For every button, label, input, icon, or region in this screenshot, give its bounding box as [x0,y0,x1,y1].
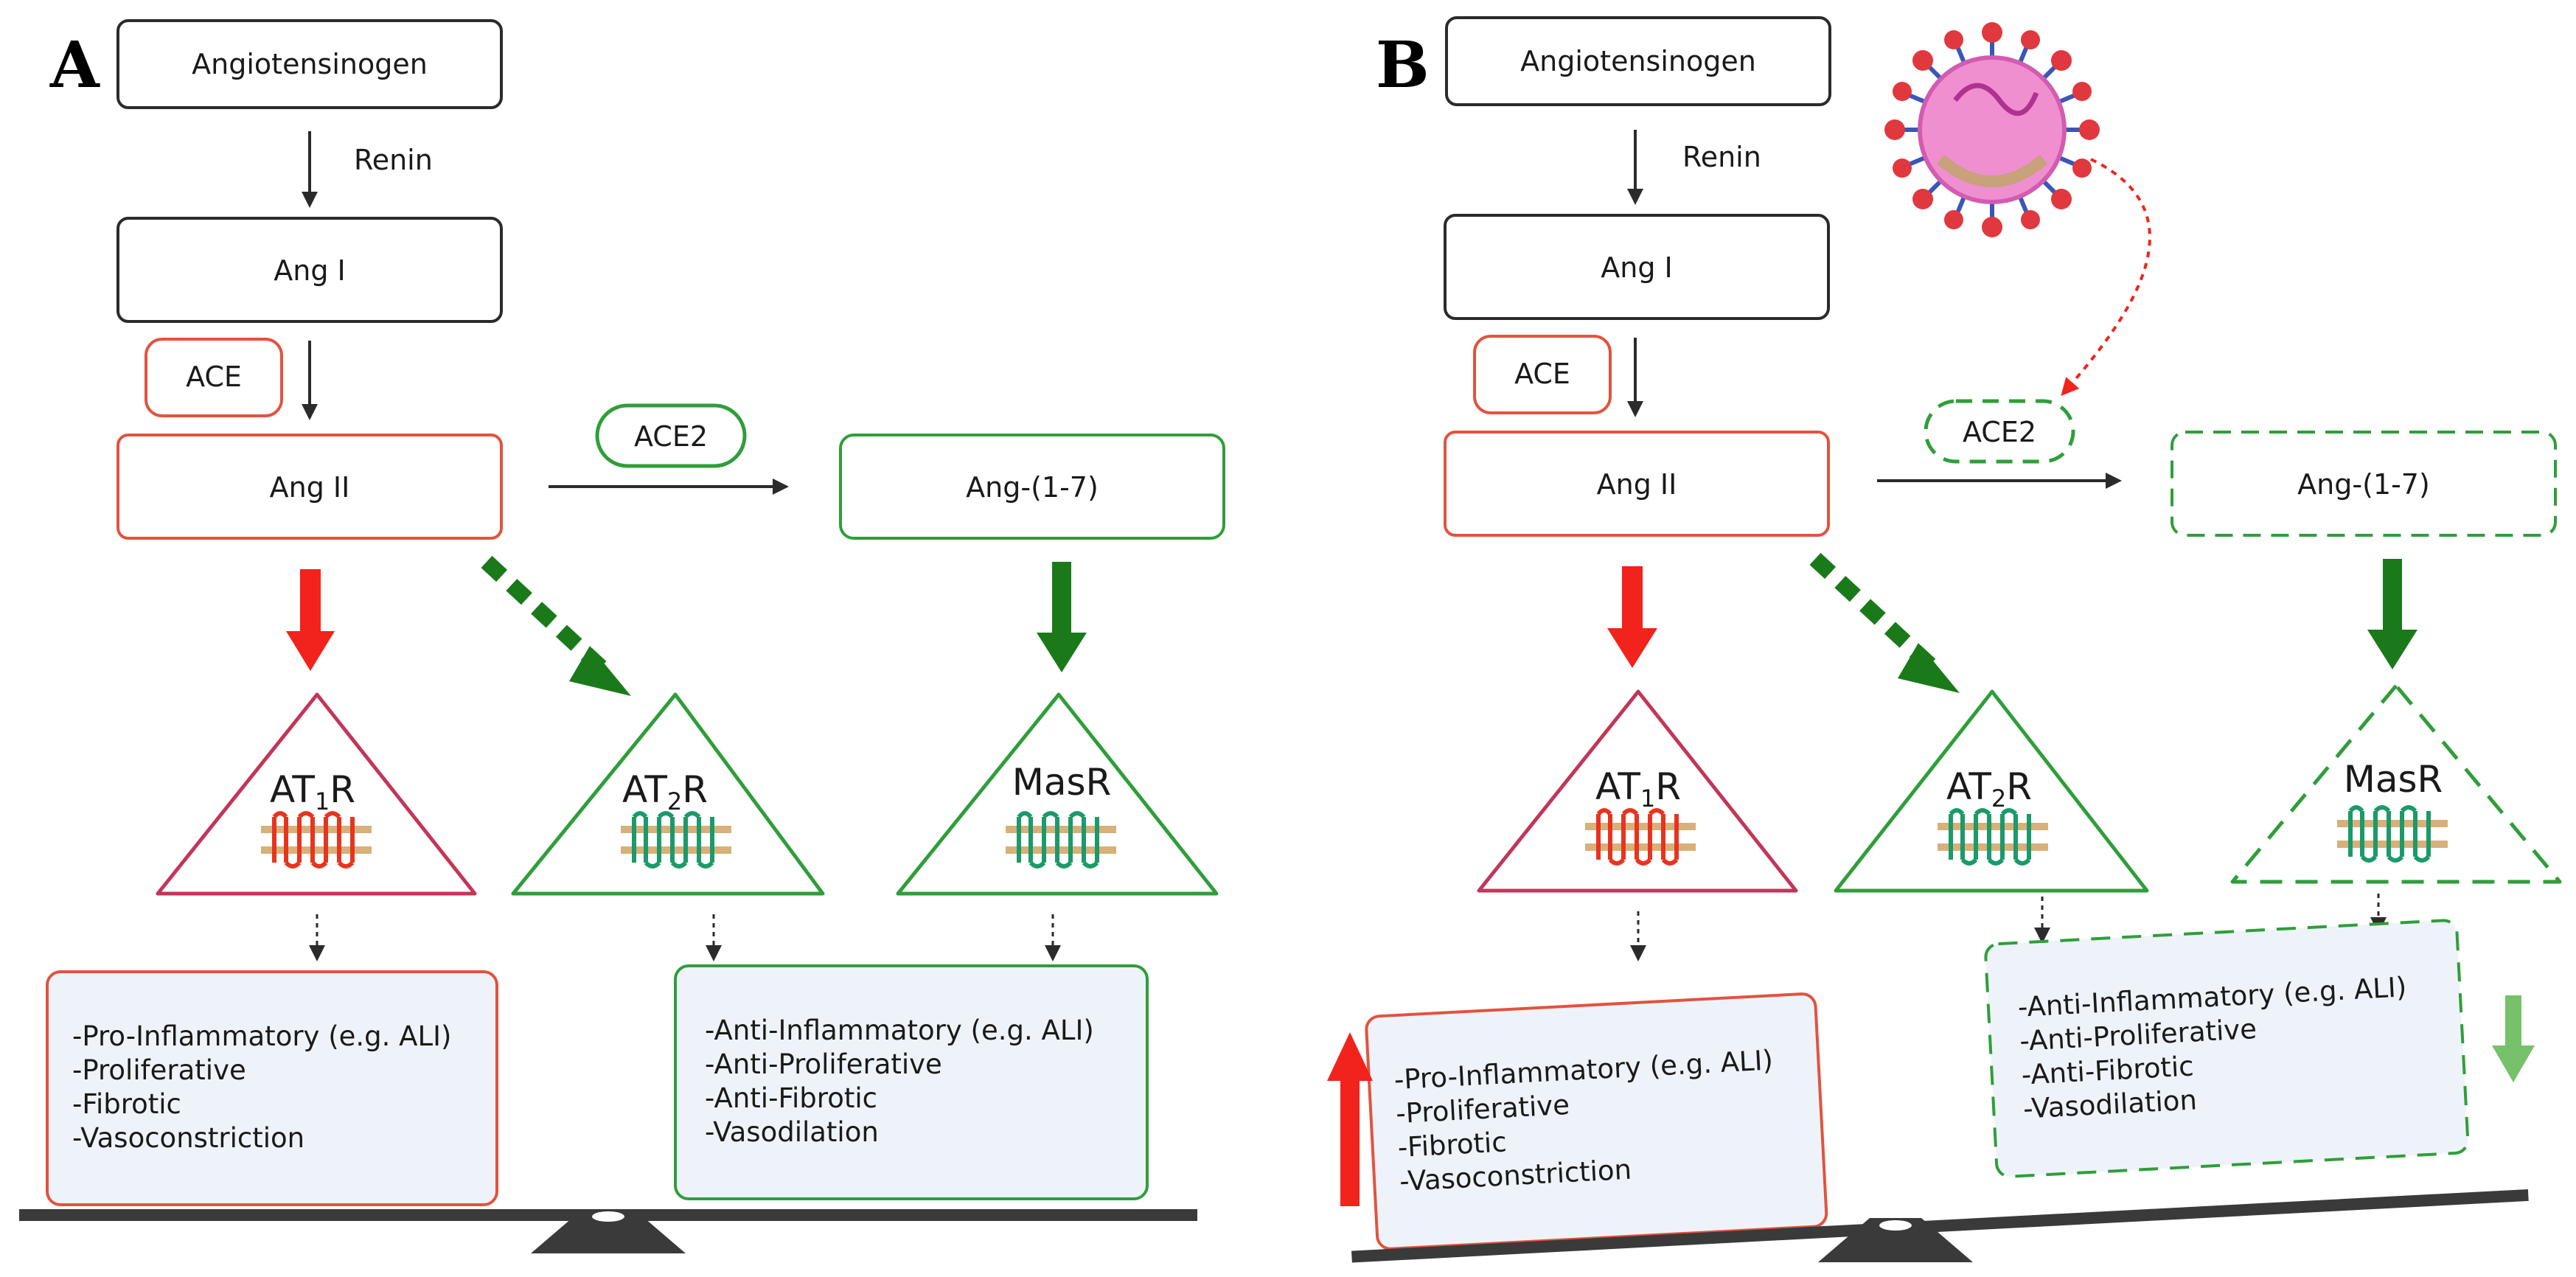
ang2-box [1444,431,1830,537]
red-arrow-ang2-at1r [286,569,335,671]
renin-label: Renin [354,144,433,176]
at2r-triangle [511,692,825,896]
ang17-label: Ang-(1-7) [2297,468,2430,501]
tilted-balance: -Pro-Inflammatory (e.g. ALI) -Proliferat… [1351,919,2529,1263]
ace-label: ACE [1514,358,1570,390]
panel-b-letter: B [1376,28,1430,102]
ang2-label: Ang II [1597,468,1677,501]
ang1-label: Ang I [274,254,346,287]
receptor-at1r-icon [261,811,372,869]
panel-a: A Angiotensinogen Renin Ang I ACE Ang II… [19,19,1225,1253]
ace2-pill-reduced [1924,399,2075,464]
receptor-at2r-icon [1938,808,2048,866]
at2r-label: AT2R [622,768,708,815]
masr-label: MasR [1012,761,1112,804]
at1r-triangle [156,692,477,896]
virus-to-ace2-arrow [2061,158,2151,396]
ang17-label: Ang-(1-7) [966,471,1099,504]
receptor-at2r-icon [621,811,731,869]
masr-label: MasR [2344,758,2443,801]
panel-b: B Angiotensinogen Renin Ang I ACE Ang II… [1327,16,2562,1263]
receptor-at1r-icon [1585,808,1696,866]
anti-effects-box-reduced [1984,919,2470,1178]
at2r-label: AT2R [1946,765,2032,813]
at1r-label: AT1R [1595,765,1681,813]
ace-box [145,338,283,417]
pro-effects-box [46,970,498,1206]
ang1-label: Ang I [1601,251,1673,284]
ang2-label: Ang II [270,471,350,504]
green-dashed-arrow-ang2-at2r [1809,552,1960,693]
green-arrow-ang17-masr [2367,559,2417,669]
decrease-down-arrow [2492,995,2535,1082]
ace2-pill [595,403,747,468]
at2r-triangle [1834,689,2149,893]
masr-triangle [896,692,1219,896]
green-dashed-arrow-ang2-at2r [481,555,631,696]
angiotensinogen-label: Angiotensinogen [1520,45,1756,77]
ace-label: ACE [186,361,242,393]
ang1-box [116,217,503,323]
ace2-label: ACE2 [1963,416,2036,448]
anti-effects-text: -Anti-Inflammatory (e.g. ALI) -Anti-Prol… [705,1015,1103,1148]
red-arrow-ang2-at1r [1607,566,1657,668]
panel-a-letter: A [49,28,100,102]
angiotensinogen-label: Angiotensinogen [192,48,428,80]
receptor-masr-icon [2337,805,2448,863]
at1r-triangle [1477,689,1798,893]
ang2-box [116,434,503,540]
pro-effects-text: -Pro-Inflammatory (e.g. ALI) -Proliferat… [72,1020,460,1154]
angiotensinogen-box [1445,16,1831,106]
ace-box [1473,335,1612,414]
angiotensinogen-box [116,19,503,109]
balance-fulcrum-icon [531,1209,686,1253]
balance-beam [1351,1189,2529,1263]
virus-icon [1884,22,2100,237]
masr-triangle-reduced [2230,683,2562,884]
ace2-label: ACE2 [634,420,708,453]
ang1-box [1444,214,1830,320]
green-arrow-ang17-masr [1037,562,1087,672]
anti-effects-box [674,964,1149,1200]
renin-label: Renin [1682,141,1761,173]
increase-up-arrow [1327,1032,1373,1206]
ang17-box-reduced [2171,431,2557,537]
receptor-masr-icon [1006,811,1116,869]
balance-fulcrum-icon [1818,1218,1973,1262]
at1r-label: AT1R [270,768,355,815]
ang17-box [839,434,1225,540]
